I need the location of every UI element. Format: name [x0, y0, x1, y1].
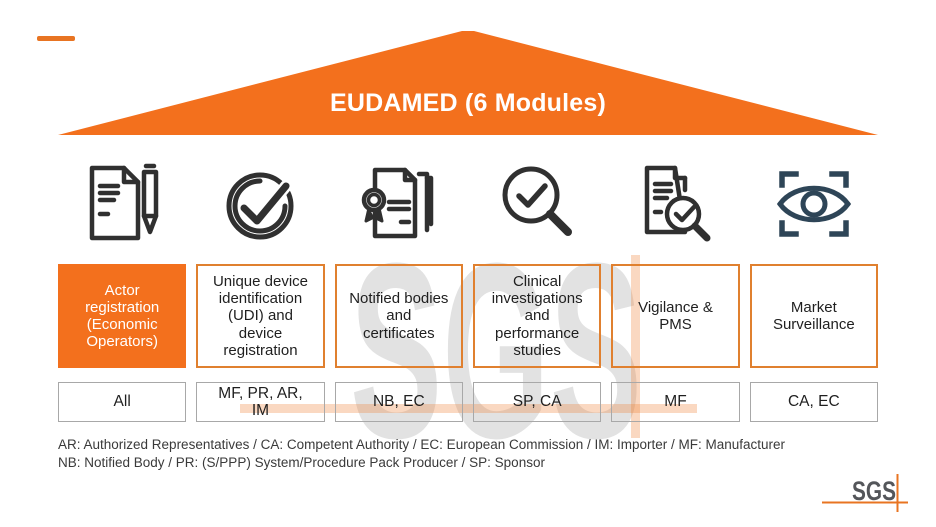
- eye-scan-icon: [776, 171, 851, 237]
- module-box-clinical-investigations: Clinical investigations and performance …: [472, 264, 602, 368]
- slide-title: EUDAMED (6 Modules): [329, 89, 607, 117]
- icon-cell: [196, 150, 324, 258]
- actors-row: All MF, PR, AR, IM NB, EC SP, CA MF CA, …: [58, 382, 878, 422]
- document-audit-icon: [645, 165, 711, 242]
- watermark-cross-vertical: [631, 255, 640, 438]
- certificate-documents-icon: [361, 167, 434, 239]
- legend-line-1: AR: Authorized Representatives / CA: Com…: [58, 437, 786, 452]
- actors-box-notified-bodies: NB, EC: [334, 382, 463, 422]
- legend-line-2: NB: Notified Body / PR: (S/PPP) System/P…: [58, 455, 545, 470]
- legend: AR: Authorized Representatives / CA: Com…: [58, 436, 785, 472]
- logo-underline: [822, 501, 908, 504]
- icon-cell: [473, 150, 601, 258]
- icons-row: [58, 150, 878, 258]
- actors-box-clinical-investigations: SP, CA: [472, 382, 602, 422]
- roof-shape: [58, 31, 878, 135]
- actors-box-market-surveillance: CA, EC: [749, 382, 878, 422]
- watermark-cross-horizontal: [240, 404, 697, 413]
- module-box-vigilance: Vigilance & PMS: [611, 264, 740, 368]
- modules-row: Actor registration (Economic Operators) …: [58, 264, 878, 368]
- check-circle-icon: [226, 172, 294, 240]
- icon-cell: [611, 150, 739, 258]
- actors-box-udi: MF, PR, AR, IM: [196, 382, 325, 422]
- module-box-udi: Unique device identification (UDI) and d…: [196, 264, 325, 368]
- module-box-market-surveillance: Market Surveillance: [749, 264, 878, 368]
- module-box-actor-registration: Actor registration (Economic Operators): [58, 264, 187, 368]
- logo-vertical-line: [896, 474, 899, 512]
- icon-cell: [750, 150, 878, 258]
- icon-cell: [58, 150, 186, 258]
- actors-box-vigilance: MF: [611, 382, 740, 422]
- sgs-logo: SGS: [822, 474, 908, 512]
- document-pen-icon: [89, 163, 159, 241]
- magnifier-check-icon: [502, 166, 573, 236]
- sgs-logo-text: SGS: [852, 476, 896, 506]
- module-box-notified-bodies: Notified bodies and certificates: [334, 264, 463, 368]
- actors-box-actor-registration: All: [58, 382, 187, 422]
- icon-cell: [335, 150, 463, 258]
- sgs-watermark-text: SGS: [350, 211, 642, 490]
- accent-dash: [37, 36, 75, 41]
